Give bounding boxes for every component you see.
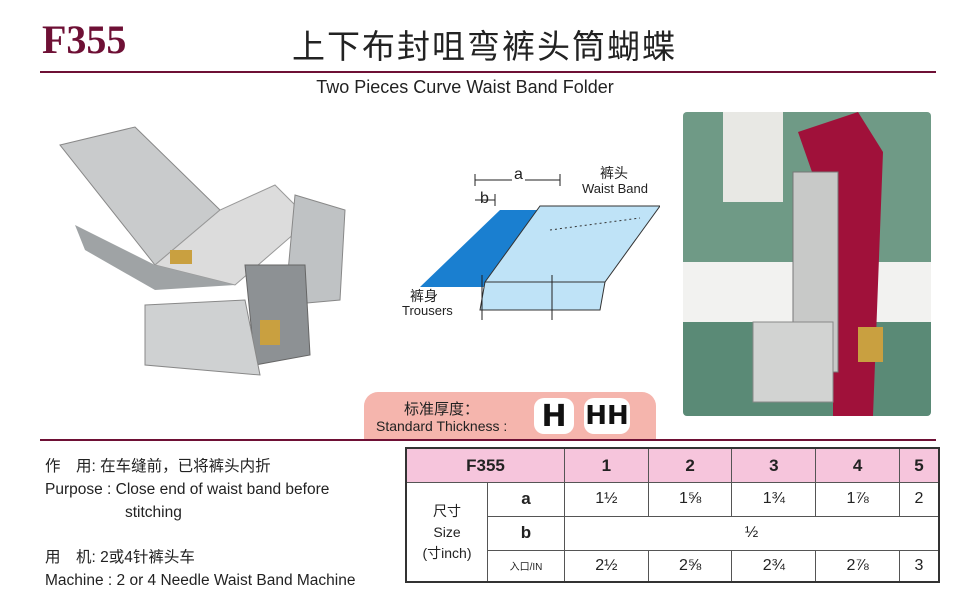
machine-cn: 2或4针裤头车 [100, 549, 195, 566]
thickness-label-cn: 标准厚度： [404, 401, 480, 418]
purpose-cn: 在车缝前，已将裤头内折 [100, 458, 271, 475]
machine-cn-label: 用 机: [45, 549, 96, 566]
size-label: 尺寸 Size (寸inch) [405, 482, 488, 583]
row-label: 入口/IN [487, 549, 565, 583]
col-header: 3 [731, 447, 817, 483]
thickness-label-en: Standard Thickness : [376, 418, 508, 434]
size-unit: (寸inch) [422, 544, 472, 561]
cell: 2⅞ [815, 549, 900, 583]
cell: 2 [898, 482, 940, 517]
dimension-a-label: a [512, 166, 525, 184]
cell: 1⅝ [647, 482, 733, 517]
cell: 1½ [564, 482, 649, 517]
cell: 2¾ [731, 549, 817, 583]
row-label: a [487, 482, 565, 517]
machine-label: Machine : [45, 572, 113, 589]
col-header: 2 [647, 447, 733, 483]
trousers-en: Trousers [402, 303, 453, 318]
purpose-text-2: stitching [125, 504, 182, 521]
model-number: F355 [42, 17, 127, 62]
size-cn: 尺寸 [433, 502, 461, 519]
cell: 1¾ [731, 482, 817, 517]
divider [40, 439, 936, 441]
table-model: F355 [405, 447, 565, 483]
cell: ½ [564, 515, 940, 551]
divider [40, 71, 936, 73]
machine-text: 2 or 4 Needle Waist Band Machine [116, 572, 356, 589]
purpose-cn-label: 作 用: [45, 458, 96, 475]
waist-band-cn: 裤头 [600, 165, 628, 181]
size-en: Size [433, 523, 461, 540]
cell: 2½ [564, 549, 649, 583]
machine-photo [683, 112, 931, 416]
col-header: 4 [815, 447, 900, 483]
thickness-hh-icon: HH [584, 398, 630, 434]
col-header: 5 [898, 447, 940, 483]
dimension-b-label: b [480, 190, 489, 207]
col-header: 1 [564, 447, 649, 483]
standard-thickness: 标准厚度： Standard Thickness : H HH [364, 392, 656, 440]
title-chinese: 上下布封咀弯裤头筒蝴蝶 [292, 27, 677, 66]
purpose-label: Purpose : [45, 481, 112, 498]
cell: 3 [898, 549, 940, 583]
trousers-cn: 裤身 [410, 288, 438, 304]
purpose-text: Close end of waist band before [115, 481, 330, 498]
cell: 2⅝ [647, 549, 733, 583]
purpose-section: 作 用: 在车缝前，已将裤头内折 Purpose : Close end of … [45, 455, 355, 592]
fold-diagram [420, 174, 660, 320]
cell: 1⅞ [815, 482, 900, 517]
product-photo [59, 126, 346, 376]
row-label: b [487, 515, 565, 551]
waist-band-en: Waist Band [582, 181, 648, 196]
title-english: Two Pieces Curve Waist Band Folder [316, 77, 614, 97]
thickness-h-icon: H [534, 398, 574, 434]
